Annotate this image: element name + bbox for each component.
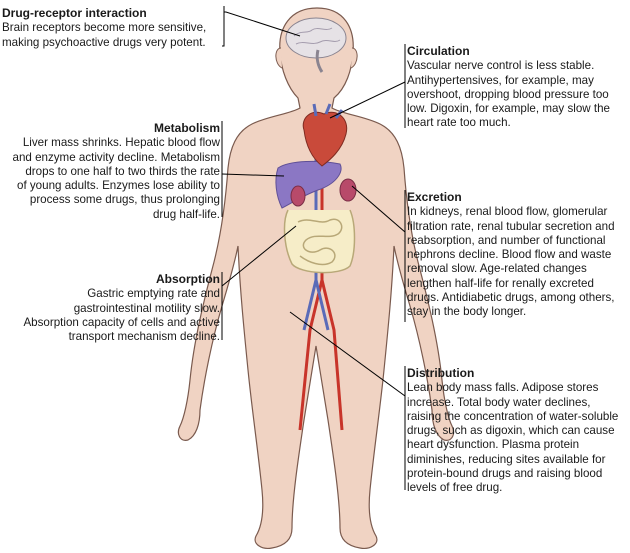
brain-shape xyxy=(285,17,347,59)
callout-title: Distribution xyxy=(407,366,475,380)
small-intestine xyxy=(297,218,343,266)
callout-body: Brain receptors become more sensitive, m… xyxy=(2,21,207,49)
leader-excretion xyxy=(351,185,406,233)
leader-distribution xyxy=(289,311,406,397)
brain xyxy=(285,17,347,73)
leader-lines xyxy=(221,11,406,397)
callout-body: Lean body mass falls. Adipose stores inc… xyxy=(407,381,619,495)
heart xyxy=(302,103,348,167)
intestines xyxy=(283,209,356,274)
callout-excretion: Excretion In kidneys, renal blood flow, … xyxy=(407,190,629,320)
callout-body: Liver mass shrinks. Hepatic blood flow a… xyxy=(12,136,221,221)
callout-title: Excretion xyxy=(407,190,462,204)
leader-drug-receptor xyxy=(224,11,301,37)
callout-drug-receptor: Drug-receptor interaction Brain receptor… xyxy=(2,6,224,50)
callout-metabolism: Metabolism Liver mass shrinks. Hepatic b… xyxy=(2,121,221,222)
callout-title: Drug-receptor interaction xyxy=(2,6,147,20)
bracket-drug xyxy=(222,6,225,47)
leader-absorption xyxy=(221,225,297,287)
callout-body: Gastric emptying rate and gastrointestin… xyxy=(23,287,220,344)
callout-title: Absorption xyxy=(156,272,220,286)
callout-title: Circulation xyxy=(407,44,470,58)
callout-body: In kidneys, renal blood flow, glomerular… xyxy=(407,205,615,319)
callout-absorption: Absorption Gastric emptying rate and gas… xyxy=(2,272,220,344)
callout-circulation: Circulation Vascular nerve control is le… xyxy=(407,44,629,131)
ear-left xyxy=(275,47,283,69)
callout-distribution: Distribution Lean body mass falls. Adipo… xyxy=(407,366,629,496)
callout-title: Metabolism xyxy=(153,121,220,135)
leader-metabolism xyxy=(221,173,285,177)
kidney-left xyxy=(290,185,306,207)
ear-right xyxy=(350,47,358,69)
callout-brackets xyxy=(221,6,406,490)
vein xyxy=(302,150,330,331)
kidney-right xyxy=(339,178,357,202)
brain-folds xyxy=(293,27,341,45)
large-intestine xyxy=(283,209,356,274)
leader-circulation xyxy=(329,81,406,119)
brainstem xyxy=(315,49,324,73)
callout-body: Vascular nerve control is less stable. A… xyxy=(407,59,610,130)
